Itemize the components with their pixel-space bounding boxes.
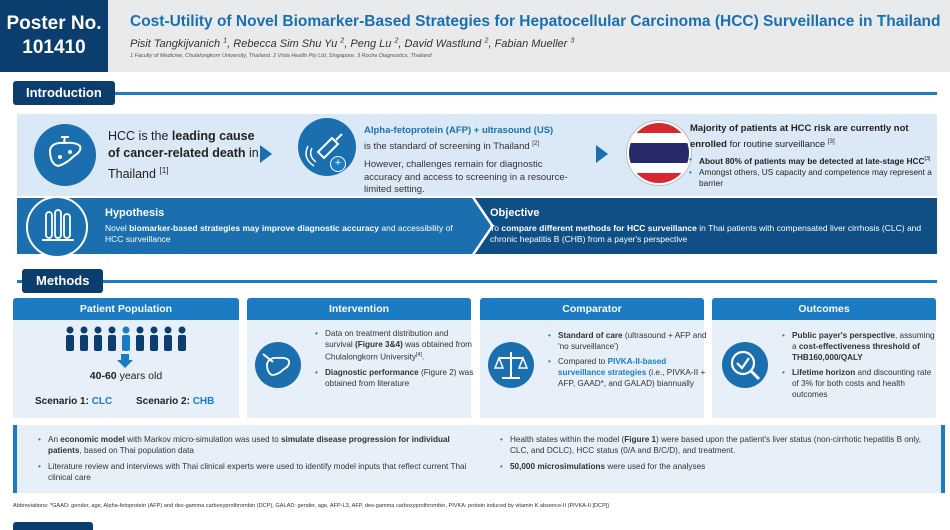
section-header-introduction: Introduction bbox=[13, 81, 115, 105]
author: Rebecca Sim Shu Yu 2, bbox=[233, 36, 351, 50]
list-item: 50,000 microsimulations were used for th… bbox=[500, 461, 930, 472]
hypothesis-objective-banner bbox=[17, 198, 937, 254]
comparator-bullets: Standard of care (ultrasound + AFP and '… bbox=[548, 330, 708, 389]
model-bullets-right: Health states within the model (Figure 1… bbox=[500, 434, 930, 472]
affiliations: 1 Faculty of Medicine, Chulalongkorn Uni… bbox=[130, 53, 432, 59]
section-rule bbox=[17, 280, 937, 283]
list-item: Literature review and interviews with Th… bbox=[38, 461, 468, 483]
arrow-right-icon bbox=[596, 145, 608, 163]
balance-scale-icon bbox=[488, 342, 534, 388]
list-item: An economic model with Markov micro-simu… bbox=[38, 434, 468, 456]
list-item: Compared to PIVKA-II-based surveillance … bbox=[548, 356, 708, 389]
intervention-bullets: Data on treatment distribution and survi… bbox=[315, 328, 475, 389]
liver-syringe-icon bbox=[255, 342, 301, 388]
model-bullets-left: An economic model with Markov micro-simu… bbox=[38, 434, 468, 483]
enrolment-bullets: About 80% of patients may be detected at… bbox=[689, 154, 935, 189]
arrow-down-icon bbox=[117, 354, 133, 368]
intro-afp-heading: Alpha-fetoprotein (AFP) + ultrasound (US… bbox=[364, 125, 554, 136]
list-item: Amongst others, US capacity and competen… bbox=[689, 167, 935, 189]
age-range: 40-60 years old bbox=[89, 370, 163, 382]
list-item: Data on treatment distribution and survi… bbox=[315, 328, 475, 363]
scenario-2: Scenario 2: CHB bbox=[136, 396, 215, 407]
comparator-card: Comparator Standard of care (ultrasound … bbox=[480, 298, 706, 418]
poster-number-box: Poster No. 101410 bbox=[0, 0, 108, 72]
author: David Wastlund 2, bbox=[404, 36, 495, 50]
magnifier-check-icon bbox=[722, 342, 768, 388]
author: Pisit Tangkijvanich 1, bbox=[130, 36, 234, 50]
intervention-heading: Intervention bbox=[247, 298, 471, 320]
comparator-heading: Comparator bbox=[480, 298, 704, 320]
patients-icon bbox=[66, 326, 186, 351]
list-item: Health states within the model (Figure 1… bbox=[500, 434, 930, 456]
intervention-card: Intervention Data on treatment distribut… bbox=[247, 298, 473, 418]
abbreviations-footnote: Abbreviations: *GAAD: gender, age, Alpha… bbox=[13, 503, 610, 509]
header-band bbox=[108, 0, 950, 72]
hypothesis-heading: Hypothesis bbox=[105, 207, 165, 219]
outcomes-bullets: Public payer's perspective, assuming a c… bbox=[782, 330, 940, 400]
author-list: Pisit Tangkijvanich 1, Rebecca Sim Shu Y… bbox=[130, 36, 574, 50]
author: Fabian Mueller 3 bbox=[494, 36, 575, 50]
hypothesis-block: Hypothesis Novel biomarker-based strateg… bbox=[105, 207, 465, 245]
ultrasound-probe-icon bbox=[298, 118, 356, 176]
intro-enrolment-text: Majority of patients at HCC risk are cur… bbox=[689, 123, 935, 189]
intro-hcc-text: HCC is the leading cause of cancer-relat… bbox=[108, 129, 259, 182]
intro-challenges: However, challenges remain for diagnosti… bbox=[364, 159, 568, 196]
section-header-methods: Methods bbox=[22, 269, 104, 293]
poster-title: Cost-Utility of Novel Biomarker-Based St… bbox=[130, 13, 941, 30]
plus-icon: + bbox=[330, 156, 346, 172]
list-item: Public payer's perspective, assuming a c… bbox=[782, 330, 940, 363]
list-item: Diagnostic performance (Figure 2) was ob… bbox=[315, 367, 475, 389]
poster-label: Poster No. bbox=[6, 13, 102, 34]
population-card: Patient Population 40-60 years old Scena… bbox=[13, 298, 239, 418]
outcomes-card: Outcomes Public payer's perspective, ass… bbox=[712, 298, 936, 418]
objective-heading: Objective bbox=[490, 207, 540, 219]
arrow-right-icon bbox=[260, 145, 272, 163]
scenario-1: Scenario 1: CLC bbox=[35, 396, 113, 407]
intro-afp-text: Alpha-fetoprotein (AFP) + ultrasound (US… bbox=[364, 125, 574, 197]
liver-icon bbox=[34, 124, 96, 186]
list-item: Lifetime horizon and discounting rate of… bbox=[782, 367, 940, 400]
population-heading: Patient Population bbox=[13, 298, 239, 320]
list-item: Standard of care (ultrasound + AFP and '… bbox=[548, 330, 708, 352]
author: Peng Lu 2, bbox=[350, 36, 405, 50]
list-item: About 80% of patients may be detected at… bbox=[689, 154, 935, 167]
next-section-tab bbox=[13, 522, 93, 530]
objective-block: Objective To compare different methods f… bbox=[490, 207, 930, 245]
outcomes-heading: Outcomes bbox=[712, 298, 936, 320]
section-rule bbox=[17, 92, 937, 95]
test-tubes-icon bbox=[26, 196, 88, 258]
poster-number: 101410 bbox=[22, 37, 86, 58]
thailand-flag-icon bbox=[627, 121, 691, 185]
